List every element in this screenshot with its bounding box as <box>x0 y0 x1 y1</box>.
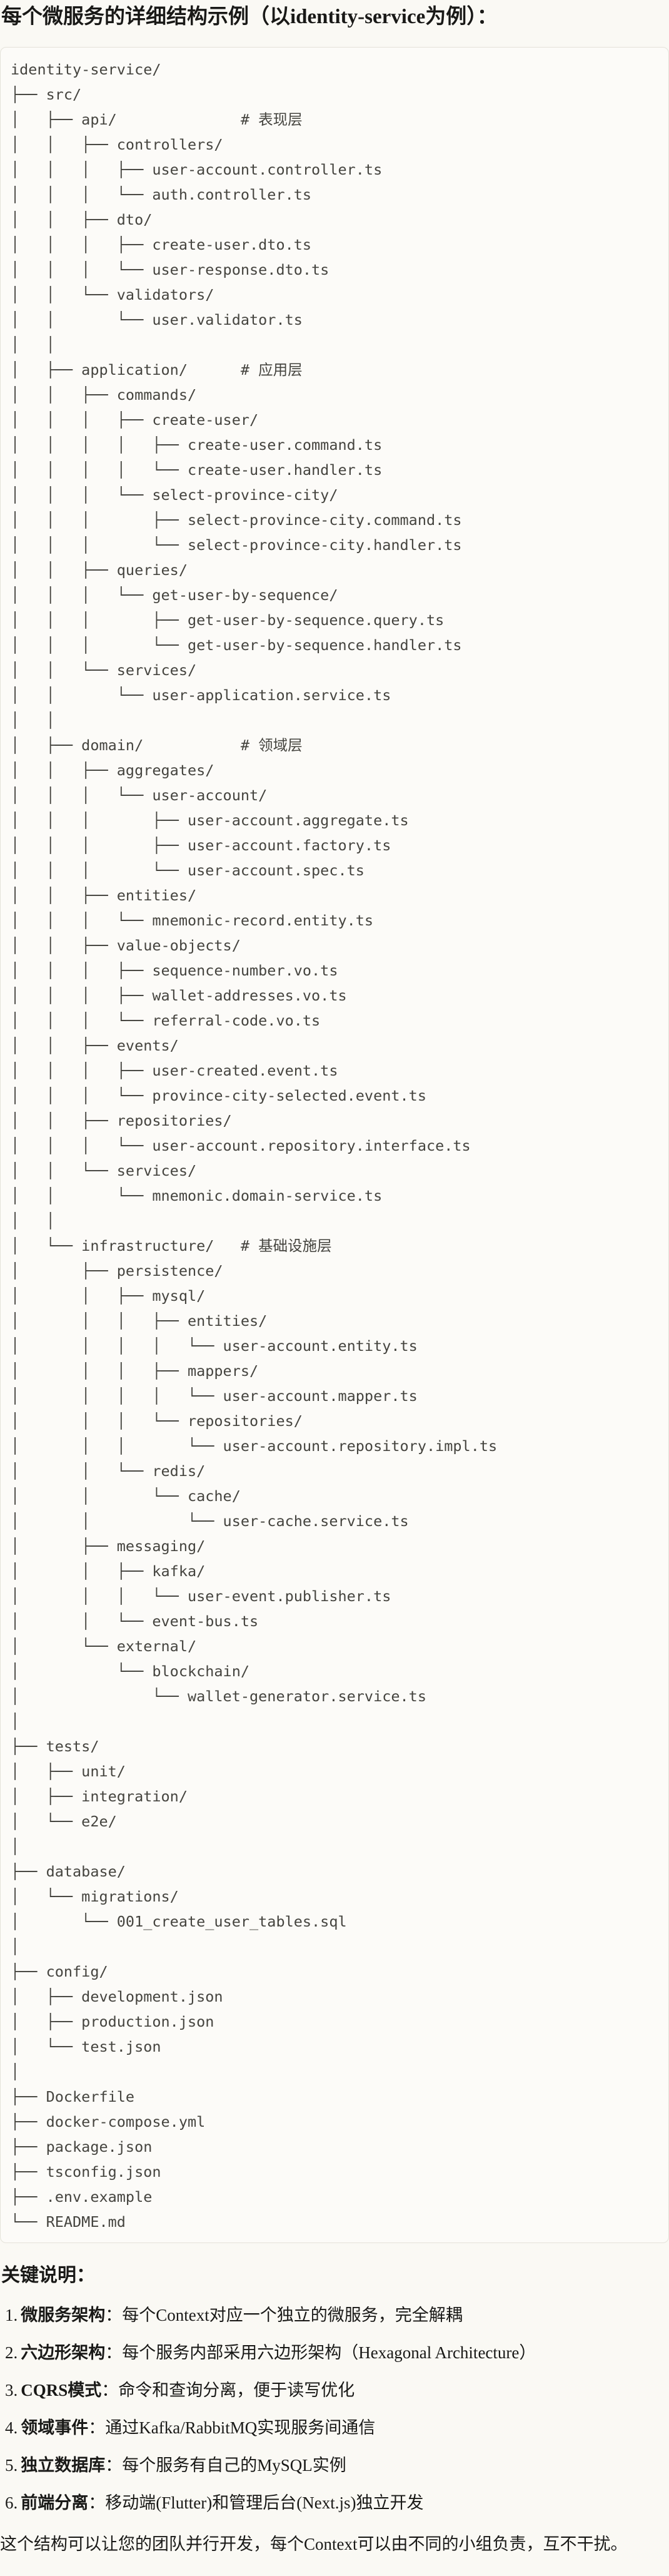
item-label: 六边形架构 <box>21 2343 106 2362</box>
item-number: 6. <box>5 2493 18 2512</box>
list-item: 3.CQRS模式：命令和查询分离，便于读写优化 <box>5 2371 669 2409</box>
list-item: 4.领域事件：通过Kafka/RabbitMQ实现服务间通信 <box>5 2409 669 2446</box>
list-item: 5.独立数据库：每个服务有自己的MySQL实例 <box>5 2446 669 2484</box>
item-number: 2. <box>5 2343 18 2362</box>
item-desc: ：每个服务内部采用六边形架构（Hexagonal Architecture） <box>105 2343 536 2362</box>
item-number: 3. <box>5 2380 18 2400</box>
list-item: 6.前端分离：移动端(Flutter)和管理后台(Next.js)独立开发 <box>5 2484 669 2522</box>
item-desc: ：每个服务有自己的MySQL实例 <box>105 2455 346 2475</box>
key-notes-heading: 关键说明： <box>1 2264 95 2286</box>
item-label: 独立数据库 <box>21 2455 106 2475</box>
item-label: CQRS模式 <box>21 2380 102 2400</box>
item-desc: ：通过Kafka/RabbitMQ实现服务间通信 <box>88 2418 376 2437</box>
directory-tree: identity-service/ ├── src/ │ ├── api/ # … <box>11 60 498 2231</box>
item-desc: ：命令和查询分离，便于读写优化 <box>101 2380 355 2400</box>
page-title: 每个微服务的详细结构示例（以identity-service为例）： <box>1 6 498 28</box>
item-label: 领域事件 <box>21 2418 89 2437</box>
closing-paragraph: 这个结构可以让您的团队并行开发，每个Context可以由不同的小组负责，互不干扰… <box>0 2534 628 2553</box>
item-number: 4. <box>5 2418 18 2437</box>
item-label: 微服务架构 <box>21 2305 106 2324</box>
item-label: 前端分离 <box>21 2493 89 2512</box>
list-item: 1.微服务架构：每个Context对应一个独立的微服务，完全解耦 <box>5 2296 669 2334</box>
item-number: 5. <box>5 2455 18 2475</box>
item-number: 1. <box>5 2305 18 2324</box>
list-item: 2.六边形架构：每个服务内部采用六边形架构（Hexagonal Architec… <box>5 2334 669 2371</box>
item-desc: ：每个Context对应一个独立的微服务，完全解耦 <box>105 2305 463 2324</box>
code-block: identity-service/ ├── src/ │ ├── api/ # … <box>0 46 669 2243</box>
item-desc: ：移动端(Flutter)和管理后台(Next.js)独立开发 <box>88 2493 424 2512</box>
